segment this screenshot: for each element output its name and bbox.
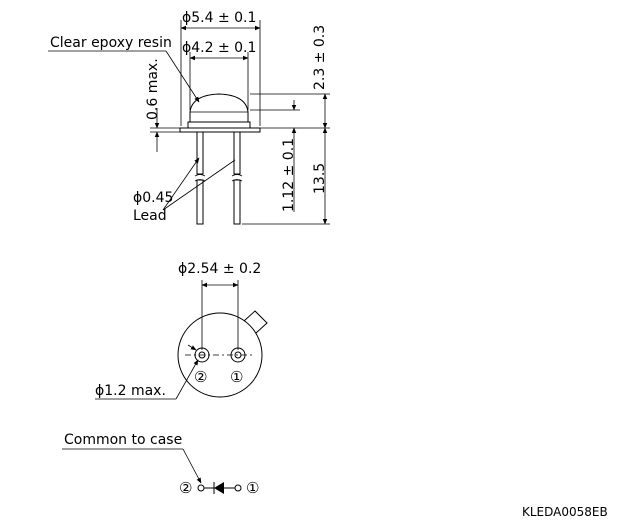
case-tab (243, 310, 268, 334)
case-outline (177, 312, 263, 398)
dim-flange-thickness: 0.6 max. (145, 58, 161, 120)
dim-outer-diameter: ϕ5.4 ± 0.1 (182, 10, 256, 26)
pin-1-label: ① (230, 368, 243, 386)
dim-pin-pitch: ϕ2.54 ± 0.2 (178, 261, 261, 277)
diode-triangle (214, 482, 224, 494)
lead-left (196, 131, 204, 225)
side-view: ϕ5.4 ± 0.1 ϕ4.2 ± 0.1 Clear epoxy resin … (48, 10, 330, 225)
dim-lens-height: 2.3 ± 0.3 (312, 25, 328, 90)
pin-1-hole (230, 347, 246, 363)
bottom-view: ϕ2.54 ± 0.2 ② ① ϕ1.2 max. (95, 261, 268, 400)
dim-hole-diameter: ϕ1.2 max. (95, 383, 166, 399)
pin-2-label: ② (194, 368, 207, 386)
case-flange (179, 127, 261, 133)
dim-cap-height: 1.12 ± 0.1 (281, 138, 297, 212)
dim-lead-length: 13.5 (312, 163, 328, 194)
schematic-pin-2-label: ② (179, 479, 192, 497)
lens-dome (189, 93, 249, 122)
label-common-to-case: Common to case (64, 432, 182, 448)
drawing-code: KLEDA0058EB (522, 505, 608, 519)
label-lead: Lead (133, 208, 167, 224)
label-clear-epoxy-resin: Clear epoxy resin (50, 35, 172, 51)
schematic: Common to case ② ① (62, 432, 259, 497)
pin-2-hole (194, 347, 210, 363)
label-lead-diameter: ϕ0.45 (133, 190, 173, 206)
dim-lens-diameter: ϕ4.2 ± 0.1 (182, 40, 256, 56)
schematic-pin-1-label: ① (246, 479, 259, 497)
case-cap (187, 121, 251, 129)
lead-right (233, 131, 241, 225)
